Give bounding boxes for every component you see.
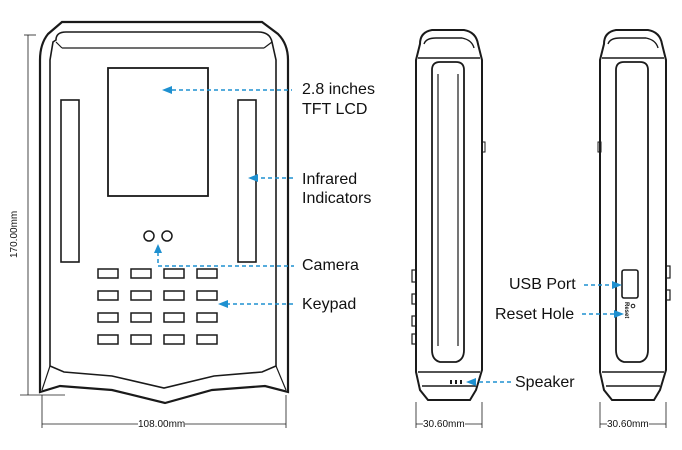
- keypad-key: [130, 312, 152, 323]
- side-left-outer: [415, 29, 483, 401]
- reset-hole-label: Reset Hole: [495, 306, 575, 323]
- keypad-key: [196, 312, 218, 323]
- callout-arrows: [157, 89, 618, 383]
- side-left-slot: [431, 61, 465, 363]
- camera-label: Camera: [302, 257, 359, 274]
- speaker-label: Speaker: [515, 374, 575, 391]
- front-outer-body: [38, 20, 290, 405]
- side-right-slot: [615, 61, 649, 363]
- side-view-right: [597, 29, 671, 401]
- keypad-key: [163, 312, 185, 323]
- side-right-bottom-cap: [602, 371, 664, 387]
- keypad-key: [163, 334, 185, 345]
- front-top-bevel: [55, 41, 273, 49]
- front-width-dimension: 108.00mm: [138, 419, 186, 431]
- camera-callout-line: [157, 252, 294, 267]
- lcd-label-line2: TFT LCD: [302, 101, 368, 118]
- keypad-key: [97, 334, 119, 345]
- side-right-outer: [599, 29, 667, 401]
- keypad-key: [163, 290, 185, 301]
- keypad-key: [97, 312, 119, 323]
- front-view: [38, 20, 290, 405]
- front-height-dimension: 170.00mm: [9, 210, 21, 258]
- front-dimension-lines: [20, 34, 287, 428]
- camera-lens-left: [143, 230, 155, 242]
- front-bottom-bevel: [41, 365, 287, 391]
- keypad-key: [196, 268, 218, 279]
- keypad-key: [163, 268, 185, 279]
- infrared-label-line1: Infrared: [302, 171, 358, 188]
- side-left-bottom-cap: [418, 371, 480, 387]
- infrared-label-line2: Indicators: [302, 190, 372, 207]
- reset-hole-outline: [630, 303, 636, 309]
- keypad-key: [196, 290, 218, 301]
- side-right-width-dimension: 30.60mm: [607, 419, 649, 431]
- side-left-top-cap: [418, 37, 480, 59]
- keypad-key: [196, 334, 218, 345]
- keypad-keys: [97, 268, 218, 345]
- keypad-label: Keypad: [302, 296, 357, 313]
- callout-arrowheads: [154, 86, 624, 386]
- keypad-key: [130, 334, 152, 345]
- side-right-top-cap: [602, 37, 664, 59]
- infrared-left-strip: [60, 99, 80, 263]
- reset-marking-text: Reset: [623, 302, 629, 319]
- usb-port-outline: [621, 269, 639, 299]
- camera-lens-right: [161, 230, 173, 242]
- keypad-key: [130, 268, 152, 279]
- side-view-left: [411, 29, 486, 401]
- side-left-width-dimension: 30.60mm: [423, 419, 465, 431]
- infrared-right-strip: [237, 99, 257, 263]
- keypad-key: [97, 268, 119, 279]
- lcd-label-line1: 2.8 inches: [302, 81, 375, 98]
- front-inner-bezel: [49, 31, 277, 389]
- keypad-key: [97, 290, 119, 301]
- speaker-holes: [450, 380, 462, 384]
- usb-port-label: USB Port: [509, 276, 576, 293]
- side-left-slot-inner: [437, 74, 459, 346]
- keypad-key: [130, 290, 152, 301]
- lcd-screen-outline: [107, 67, 209, 197]
